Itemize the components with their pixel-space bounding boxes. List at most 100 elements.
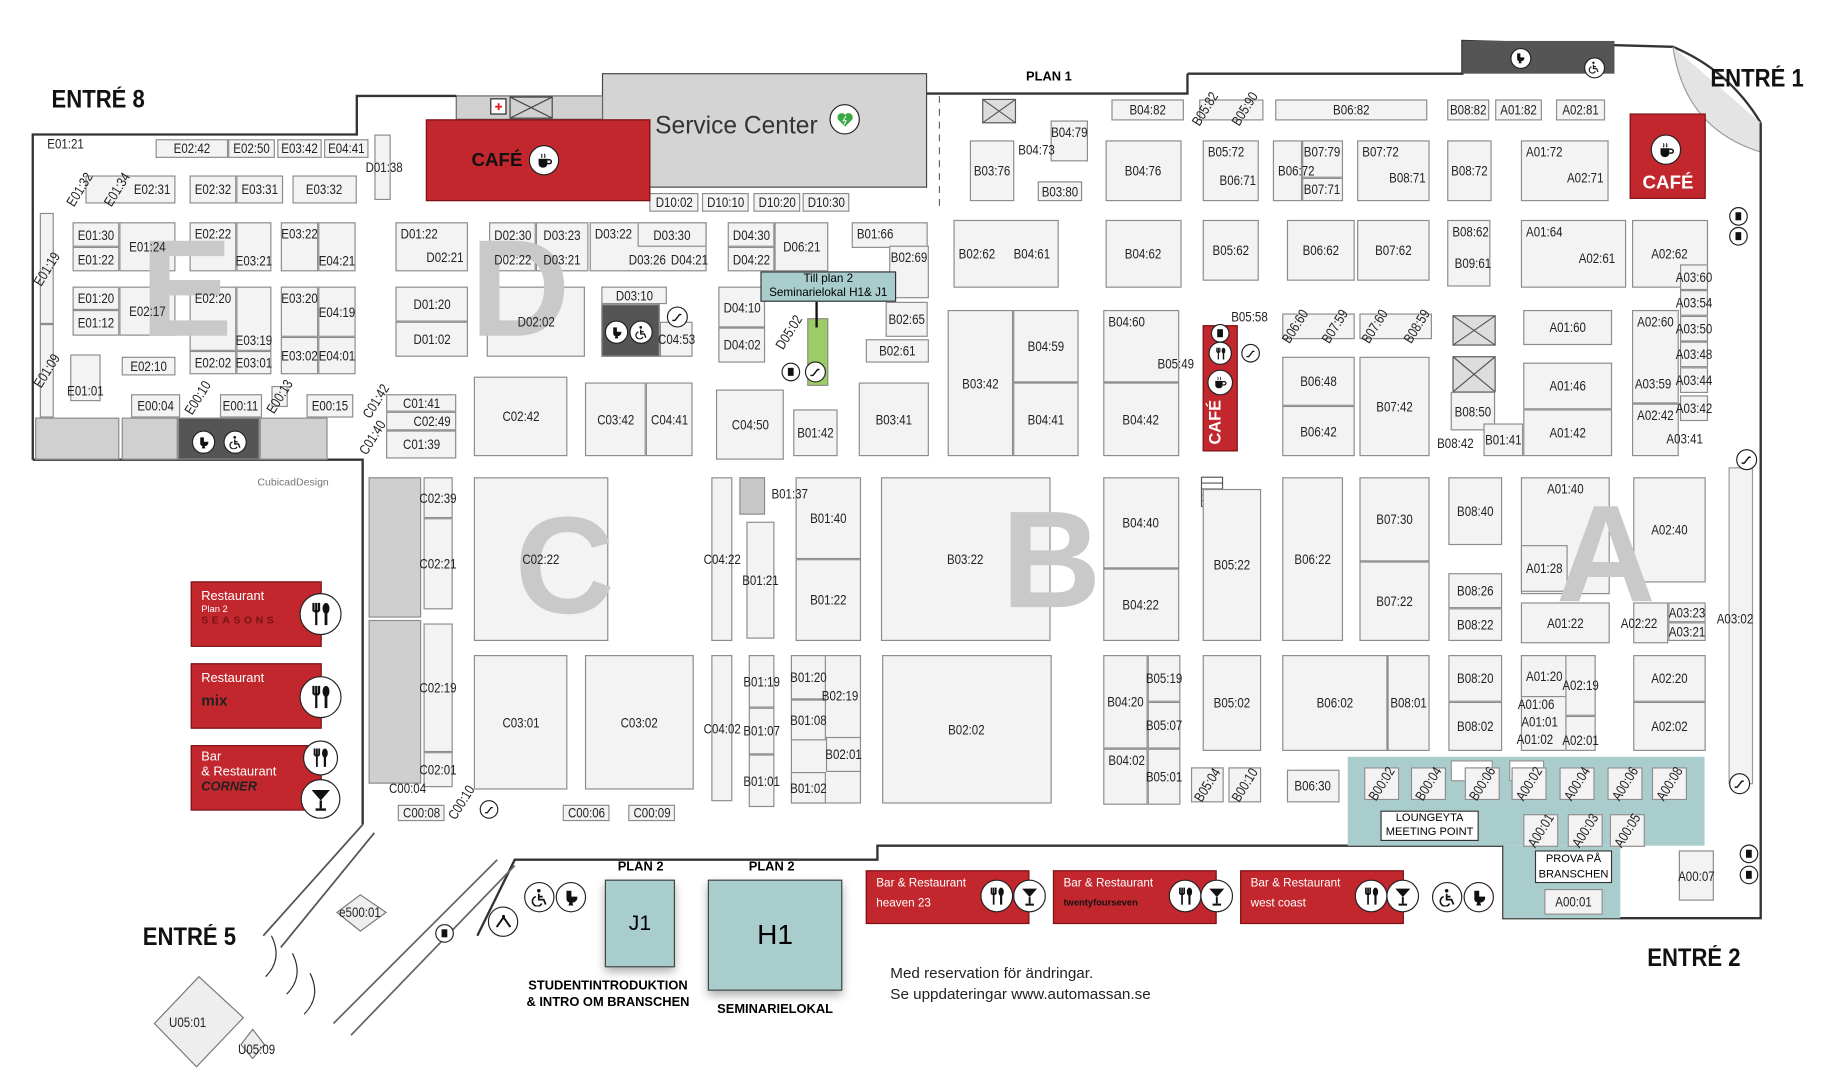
- booth[interactable]: [271, 386, 288, 408]
- booth[interactable]: [584, 655, 694, 790]
- booth[interactable]: [1359, 477, 1430, 562]
- booth[interactable]: [1632, 219, 1709, 288]
- booth[interactable]: [232, 1041, 281, 1057]
- booth[interactable]: [748, 655, 775, 708]
- booth[interactable]: [489, 246, 536, 272]
- booth[interactable]: [1633, 701, 1706, 751]
- booth[interactable]: [790, 655, 826, 700]
- booth[interactable]: [423, 623, 453, 753]
- booth[interactable]: [292, 175, 357, 204]
- restaurant-heaven-23[interactable]: Bar & Restaurant heaven 23: [865, 870, 1030, 925]
- booth[interactable]: [767, 313, 809, 350]
- booth[interactable]: [1359, 356, 1430, 457]
- booth[interactable]: [1103, 382, 1180, 457]
- restaurant-corner[interactable]: Bar & Restaurant CORNER: [190, 745, 322, 811]
- booth[interactable]: [1448, 573, 1503, 609]
- booth[interactable]: [718, 327, 766, 363]
- booth[interactable]: [1679, 315, 1709, 342]
- booth[interactable]: [324, 139, 369, 158]
- booth[interactable]: [39, 212, 54, 325]
- booth[interactable]: [1103, 309, 1180, 383]
- booth[interactable]: [727, 246, 775, 272]
- booth[interactable]: [1147, 748, 1181, 805]
- booth[interactable]: [318, 336, 356, 375]
- lounge-meeting-point[interactable]: LOUNGEYTA MEETING POINT: [1380, 810, 1479, 842]
- service-center-label[interactable]: Service Center: [655, 112, 818, 140]
- booth[interactable]: [1520, 602, 1610, 644]
- booth[interactable]: [649, 193, 699, 212]
- booth[interactable]: [423, 477, 453, 519]
- booth[interactable]: [947, 309, 1014, 457]
- booth[interactable]: [1359, 561, 1430, 641]
- booth[interactable]: [423, 518, 453, 610]
- booth[interactable]: [423, 752, 453, 788]
- booth[interactable]: [1555, 99, 1606, 121]
- booth[interactable]: [880, 477, 1051, 641]
- booth[interactable]: [280, 336, 319, 375]
- booth[interactable]: [277, 139, 322, 158]
- booth[interactable]: [1679, 395, 1709, 422]
- booth[interactable]: [473, 376, 568, 457]
- booth[interactable]: [1668, 602, 1706, 623]
- booth[interactable]: [1186, 94, 1223, 124]
- booth[interactable]: [1202, 140, 1259, 202]
- booth[interactable]: [1451, 248, 1495, 277]
- booth[interactable]: [1111, 99, 1184, 121]
- booth[interactable]: [1410, 767, 1446, 801]
- booth[interactable]: [1302, 140, 1344, 178]
- booth[interactable]: [1302, 177, 1344, 202]
- booth[interactable]: [1568, 241, 1626, 276]
- booth[interactable]: [1050, 120, 1089, 162]
- booth[interactable]: [1202, 655, 1262, 751]
- booth[interactable]: [953, 219, 1059, 288]
- booth[interactable]: [601, 286, 667, 305]
- booth[interactable]: [1282, 655, 1388, 751]
- booth[interactable]: [236, 350, 272, 375]
- booth[interactable]: [306, 394, 354, 418]
- booth[interactable]: [793, 409, 838, 457]
- booth[interactable]: [473, 477, 609, 641]
- booth[interactable]: [1147, 701, 1181, 749]
- booth[interactable]: [121, 356, 176, 376]
- booth[interactable]: [1632, 403, 1679, 457]
- booth[interactable]: [1565, 655, 1596, 716]
- booth[interactable]: [1103, 477, 1180, 569]
- booth[interactable]: [72, 286, 120, 310]
- booth[interactable]: [236, 286, 272, 351]
- room-h1[interactable]: H1: [707, 879, 843, 991]
- booth[interactable]: [1651, 767, 1687, 801]
- booth[interactable]: [1103, 568, 1180, 641]
- booth[interactable]: [1678, 850, 1714, 901]
- booth[interactable]: [72, 309, 120, 336]
- booth[interactable]: [164, 1013, 211, 1032]
- booth[interactable]: [1609, 814, 1645, 847]
- booth[interactable]: [673, 247, 707, 272]
- booth[interactable]: [1562, 161, 1609, 194]
- booth[interactable]: [1202, 219, 1259, 281]
- booth[interactable]: [1565, 715, 1596, 751]
- booth[interactable]: [701, 193, 749, 212]
- booth[interactable]: [748, 707, 775, 755]
- booth[interactable]: [280, 286, 319, 337]
- booth[interactable]: [395, 286, 468, 322]
- booth[interactable]: [1448, 701, 1503, 751]
- booth[interactable]: [1282, 405, 1355, 457]
- booth[interactable]: [1633, 655, 1706, 702]
- booth[interactable]: [1516, 714, 1563, 730]
- booth[interactable]: [40, 136, 91, 152]
- booth[interactable]: [1633, 477, 1706, 583]
- booth[interactable]: [748, 754, 775, 808]
- booth[interactable]: [1511, 767, 1547, 801]
- booth[interactable]: [1448, 655, 1503, 702]
- booth[interactable]: [353, 421, 390, 454]
- booth[interactable]: [397, 804, 445, 822]
- booth[interactable]: [318, 222, 356, 272]
- booth[interactable]: [119, 286, 176, 336]
- booth[interactable]: [1282, 477, 1344, 641]
- booth[interactable]: [189, 222, 237, 272]
- booth[interactable]: [1037, 181, 1083, 202]
- booth[interactable]: [85, 175, 176, 204]
- booth[interactable]: [1282, 356, 1355, 406]
- booth[interactable]: [628, 804, 676, 822]
- booth[interactable]: [1430, 430, 1481, 456]
